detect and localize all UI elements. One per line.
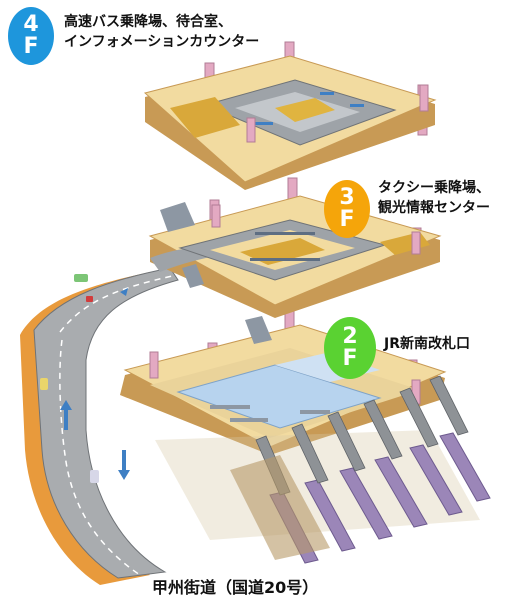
floor-suffix: F <box>339 207 355 232</box>
floor-number: 3 <box>339 185 355 210</box>
bus-icon <box>74 274 88 282</box>
lane-arrows-4f <box>255 92 364 125</box>
floor-suffix: F <box>23 34 39 59</box>
bus-bays <box>250 232 320 261</box>
floor-label-3f: タクシー乗降場、 観光情報センター <box>378 178 490 218</box>
platforms <box>155 375 491 564</box>
label-line: タクシー乗降場、 <box>378 180 490 196</box>
staircases <box>160 202 272 344</box>
floor-3f-slab <box>148 195 442 318</box>
road-center-line <box>59 275 173 576</box>
road-surface <box>33 267 179 579</box>
pillars-3f <box>211 204 421 255</box>
floor-badge-2f: 2 F <box>324 317 376 379</box>
car-icon <box>40 378 48 390</box>
floor-label-4f: 高速バス乗降場、待合室、 インフォメーションカウンター <box>64 12 259 52</box>
lane-arrows <box>60 288 130 480</box>
label-line: 高速バス乗降場、待合室、 <box>64 14 232 30</box>
pillars-4f <box>246 84 429 143</box>
gates <box>210 405 330 422</box>
floor-badge-3f: 3 F <box>324 180 370 238</box>
floor-badge-4f: 4 F <box>8 7 54 65</box>
car-icon <box>86 296 93 302</box>
label-line: インフォメーションカウンター <box>64 34 260 50</box>
floor-number: 4 <box>23 12 39 37</box>
floor-4f-slab <box>143 55 437 190</box>
highway <box>20 267 179 585</box>
floor-label-2f: JR新南改札口 <box>384 334 470 354</box>
floor-number: 2 <box>342 324 358 349</box>
label-line: JR新南改札口 <box>384 336 470 352</box>
label-line: 観光情報センター <box>378 200 490 216</box>
car-icon <box>90 470 99 483</box>
road-label: 甲州街道（国道20号） <box>152 578 319 597</box>
floor-suffix: F <box>342 346 358 371</box>
